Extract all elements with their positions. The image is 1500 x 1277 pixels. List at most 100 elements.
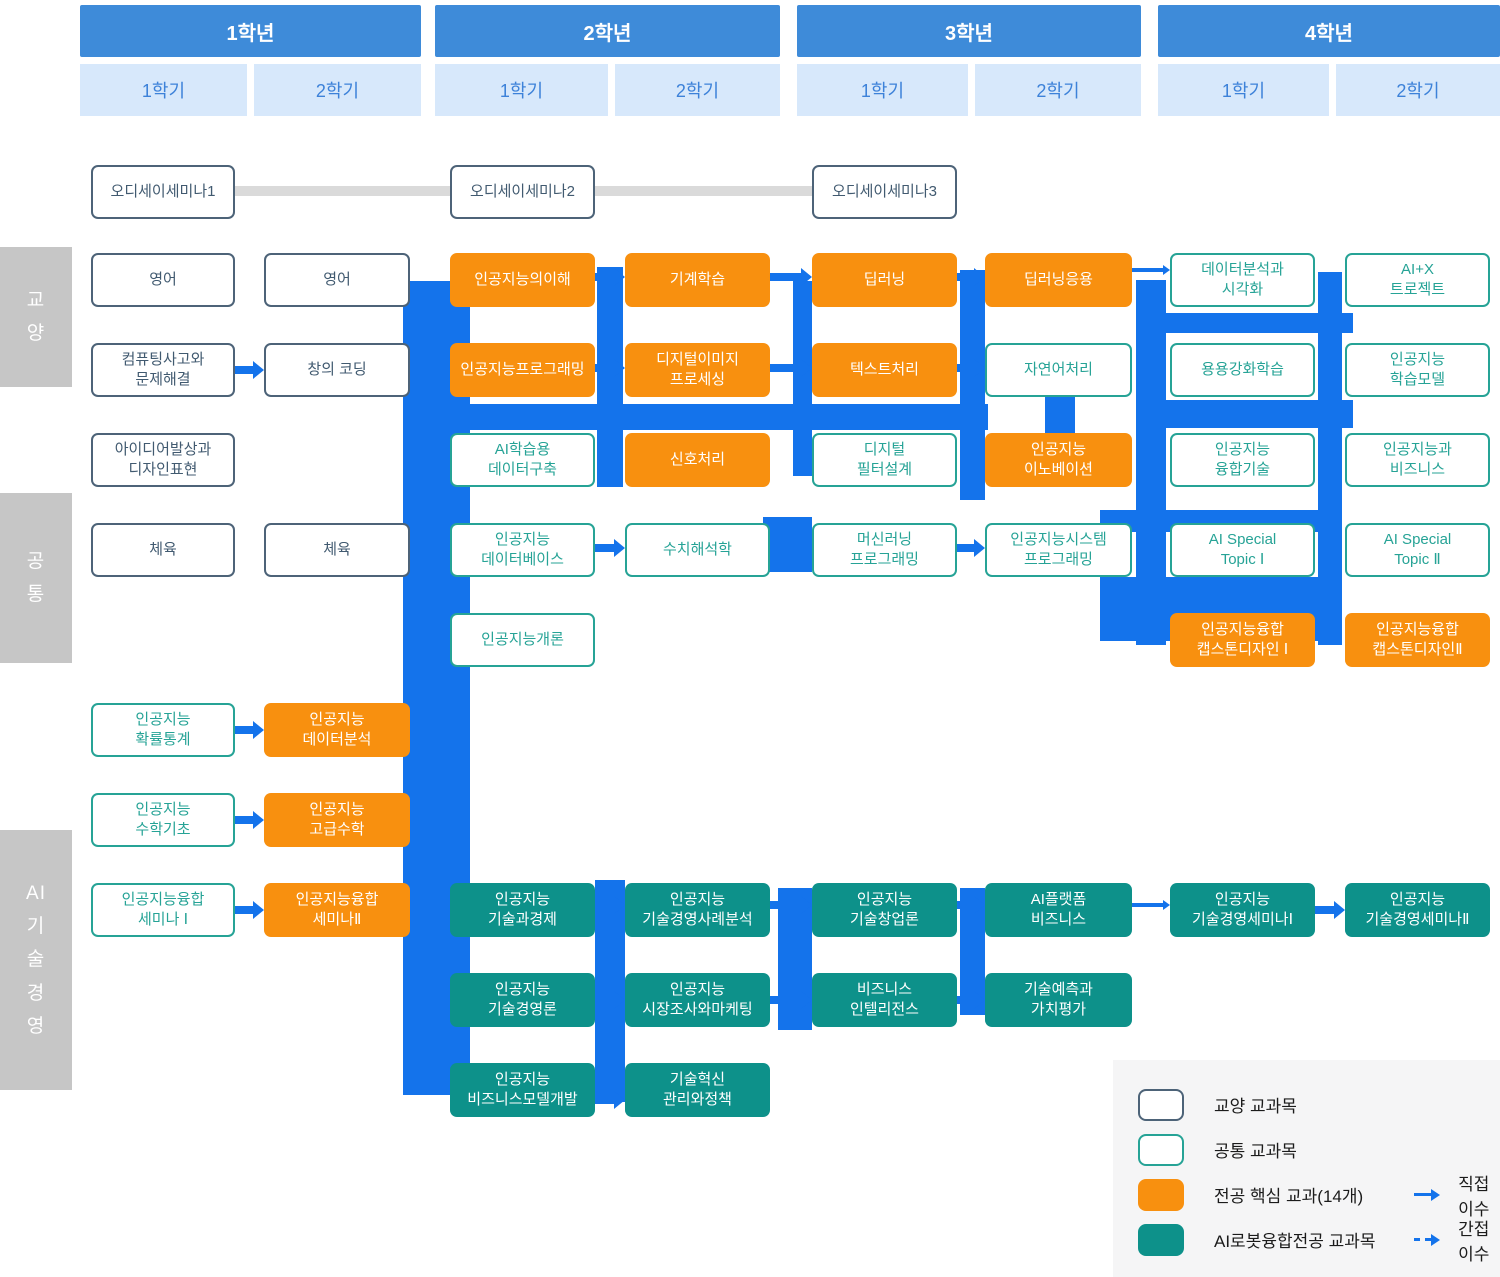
- semester-header-y4s1: 1학기: [1158, 64, 1329, 116]
- course-label-line: 인공지능: [494, 530, 551, 548]
- course-label-line: AI+X: [1401, 260, 1434, 278]
- course-label-line: 인공지능: [309, 800, 365, 818]
- course-label-line: AI Special: [1208, 530, 1277, 548]
- direct-completion-arrow: [770, 896, 812, 914]
- course-label-line: 인공지능과: [1382, 440, 1452, 458]
- semester-header-y1s2: 2학기: [254, 64, 421, 116]
- course-deep-learning-application: 딥러닝응용: [985, 253, 1132, 307]
- course-english-1: 영어: [91, 253, 235, 307]
- odyssey-connector-line: [235, 186, 452, 196]
- flow-connector: [763, 517, 812, 572]
- flow-connector: [597, 267, 623, 487]
- course-label-line: 인공지능시스템: [1010, 530, 1107, 548]
- direct-completion-arrow: [1315, 901, 1345, 919]
- indirect-arrow-label: 간접 이수: [1458, 1219, 1490, 1264]
- course-label-line: 영어: [323, 270, 351, 288]
- direct-completion-arrow: [1132, 900, 1170, 910]
- direct-completion-arrow: [595, 991, 625, 1009]
- course-label-line: 가치평가: [1030, 1001, 1087, 1018]
- course-label-line: 인공지능: [135, 800, 191, 818]
- direct-completion-arrow: [957, 991, 985, 1009]
- course-understanding-ai: 인공지능의이해: [450, 253, 595, 307]
- direct-arrow-label: 직접 이수: [1458, 1174, 1490, 1219]
- course-applied-reinforcement-learning: 용용강화학습: [1170, 343, 1315, 397]
- flow-connector: [1136, 313, 1353, 333]
- odyssey-connector-line: [593, 186, 814, 196]
- course-physical-education-2: 체육: [264, 523, 410, 577]
- course-label-line: 비즈니스: [1030, 911, 1087, 928]
- flow-connector: [793, 281, 812, 476]
- robot-course-swatch-icon: [1138, 1223, 1184, 1256]
- course-label-line: 기술경영론: [487, 1001, 557, 1018]
- section-label-line: 공: [26, 550, 46, 572]
- flow-connector: [1318, 272, 1342, 645]
- course-label-line: 프로세싱: [669, 371, 726, 388]
- course-label-line: 학습모델: [1389, 371, 1446, 388]
- direct-completion-arrow: [595, 359, 625, 377]
- course-label-line: 아이디어발상과: [114, 440, 212, 458]
- course-label-line: AI학습용: [494, 440, 551, 458]
- direct-completion-arrow: [770, 991, 812, 1009]
- course-label-line: AI Special: [1383, 530, 1452, 548]
- legend-item-core: 전공 핵심 교과(14개) 직접 이수: [1138, 1172, 1500, 1219]
- course-numerical-analysis: 수치해석학: [625, 523, 770, 577]
- course-label-line: 시각화: [1221, 281, 1264, 298]
- course-label-line: 기술창업론: [849, 911, 919, 928]
- direct-completion-arrow: [770, 359, 812, 377]
- year-header-2: 2학년: [435, 5, 780, 57]
- course-text-processing: 텍스트처리: [812, 343, 957, 397]
- flow-connector: [960, 270, 985, 500]
- course-physical-education-1: 체육: [91, 523, 235, 577]
- course-label-line: 신호처리: [669, 450, 726, 468]
- course-label-line: 텍스트처리: [849, 360, 919, 378]
- direct-completion-arrow: [770, 268, 812, 286]
- course-label-line: 비즈니스모델개발: [467, 1091, 578, 1108]
- course-label-line: 기술혁신: [669, 1070, 726, 1088]
- course-odyssey-seminar-3: 오디세이세미나3: [812, 165, 957, 219]
- legend-item-liberal: 교양 교과목: [1138, 1082, 1500, 1127]
- course-label-line: 비즈니스: [1389, 461, 1446, 478]
- course-label-line: 융합기술: [1214, 461, 1271, 478]
- course-label-line: 인공지능: [135, 710, 191, 728]
- course-label-line: 캡스톤디자인 Ⅰ: [1196, 641, 1289, 658]
- direct-completion-arrow: [595, 896, 625, 914]
- course-label-line: 창의 코딩: [307, 360, 367, 378]
- direct-completion-arrow: [957, 268, 985, 286]
- course-label-line: 인공지능프로그래밍: [460, 360, 585, 378]
- section-label-line: 교: [26, 289, 46, 311]
- legend-item-label: 공통 교과목: [1214, 1142, 1297, 1161]
- year-header-4: 4학년: [1158, 5, 1500, 57]
- semester-header-y4s2: 2학기: [1336, 64, 1500, 116]
- flow-connector: [403, 404, 988, 430]
- course-label-line: 인공지능: [1030, 440, 1087, 458]
- course-label-line: 체육: [323, 540, 351, 558]
- legend-item-label: 교양 교과목: [1214, 1097, 1297, 1116]
- course-label-line: 기술경영사례분석: [642, 911, 753, 928]
- course-label-line: 확률통계: [135, 731, 191, 748]
- direct-completion-arrow: [595, 268, 625, 286]
- course-label-line: 시장조사와마케팅: [642, 1001, 753, 1018]
- course-label-line: 인공지능융합: [1201, 620, 1284, 638]
- course-label-line: 인공지능: [669, 980, 726, 998]
- course-label-line: 세미나Ⅱ: [312, 911, 362, 928]
